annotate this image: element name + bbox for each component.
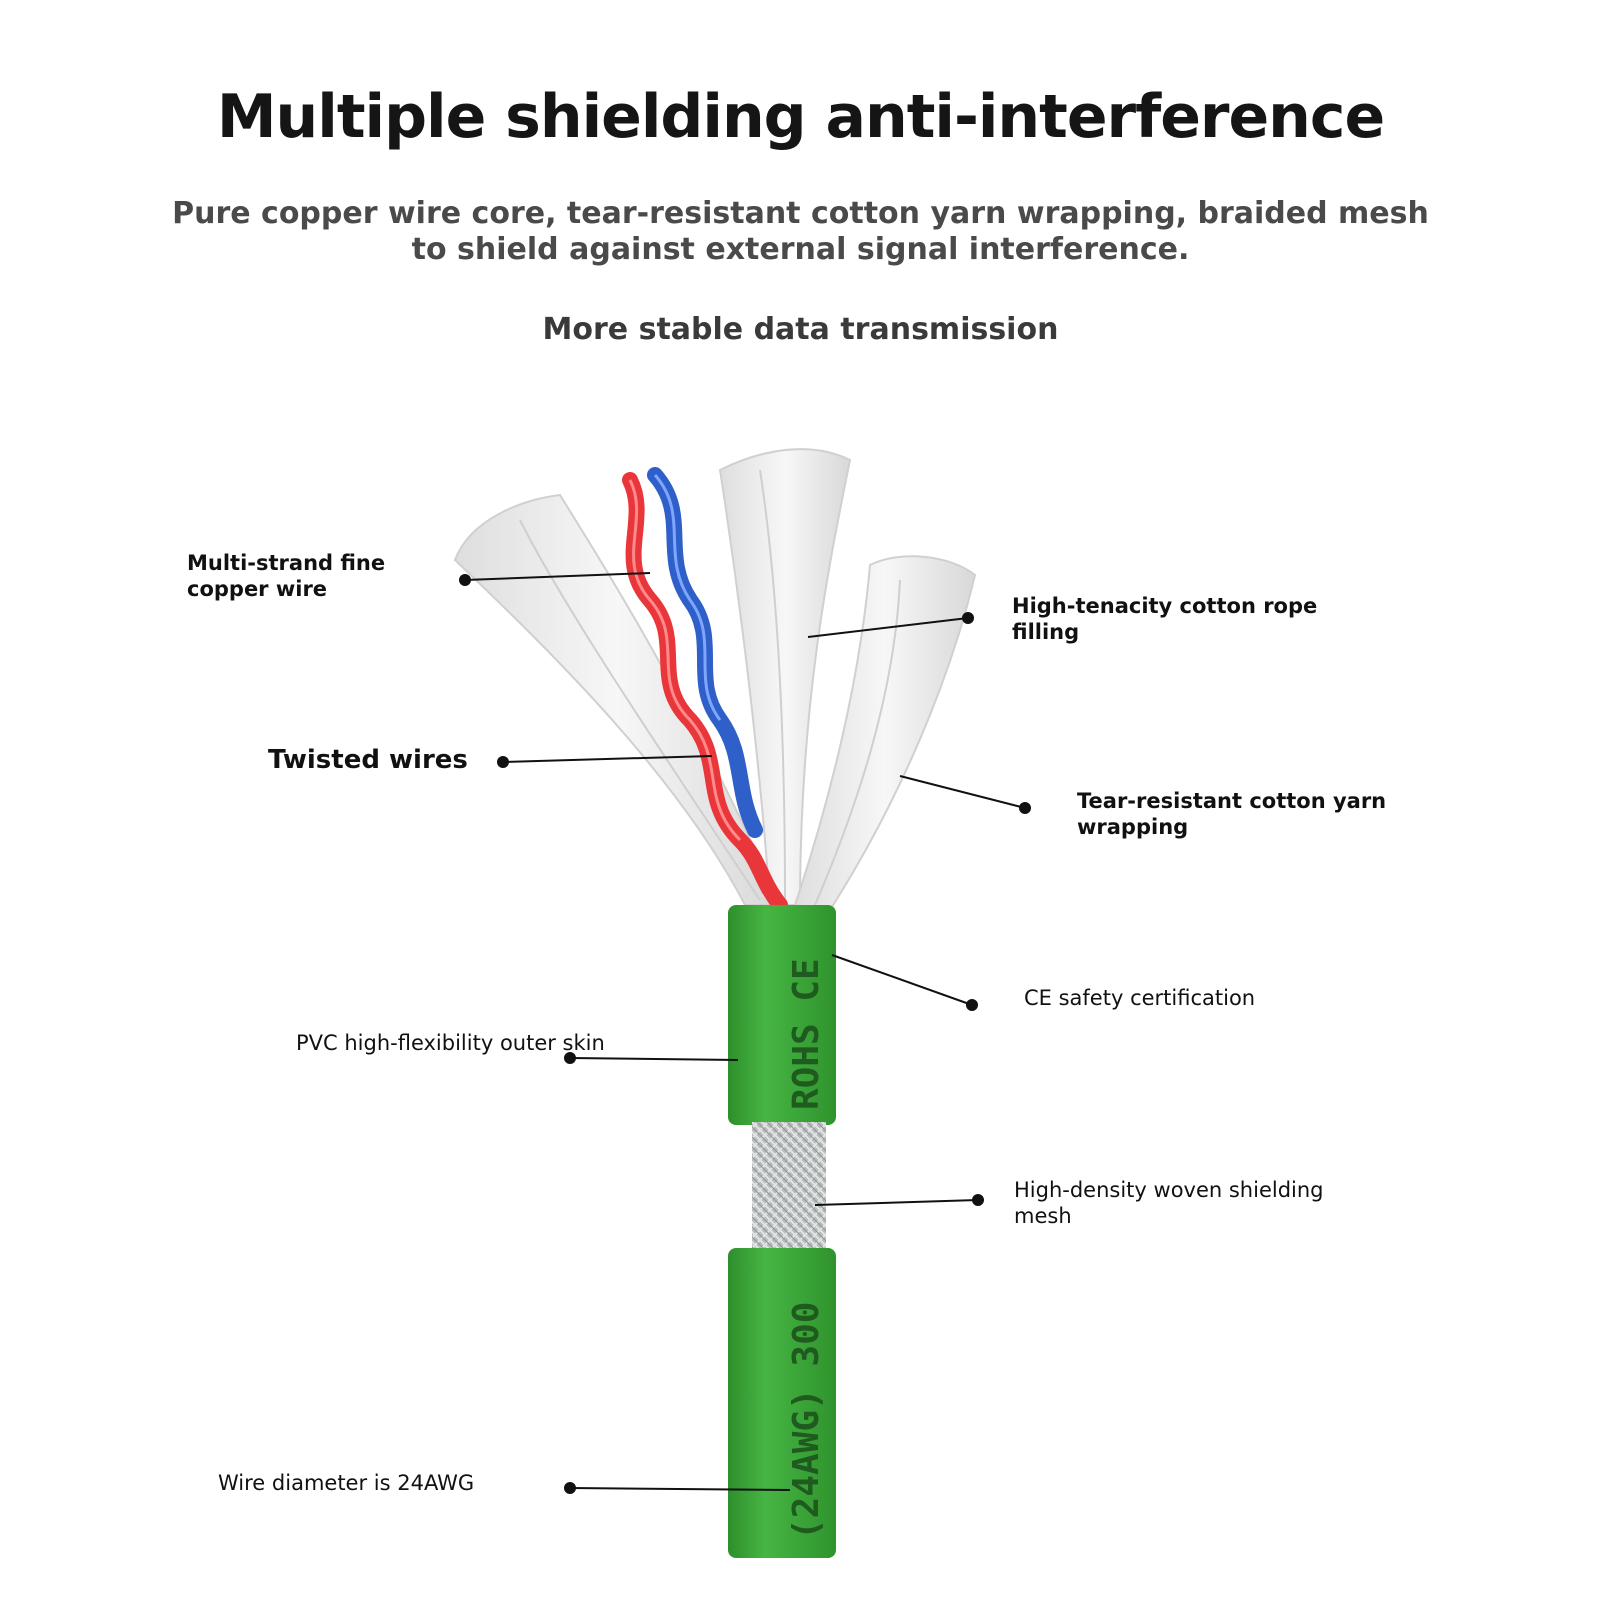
leader-copper-dot — [459, 574, 471, 586]
leader-pvc-dot — [564, 1052, 576, 1064]
label-ce-certification: CE safety certification — [1024, 986, 1256, 1010]
cable-marking-lower: (24AWG) 300 — [786, 1302, 827, 1540]
leader-ce-dot — [966, 999, 978, 1011]
page-subtitle: Pure copper wire core, tear-resistant co… — [172, 196, 1429, 267]
leader-diameter — [569, 1487, 791, 1491]
leader-ce — [831, 954, 973, 1006]
cotton-strand-center — [718, 448, 852, 906]
page-title: Multiple shielding anti-interference — [216, 82, 1385, 152]
cotton-rope-right-inner — [814, 579, 901, 906]
blue-wire-highlight — [653, 474, 722, 721]
leader-rope-dot — [962, 612, 974, 624]
leader-yarn — [899, 775, 1026, 809]
cotton-fibers — [453, 448, 977, 912]
cotton-rope-right — [793, 555, 977, 912]
cotton-strand-left-inner — [519, 519, 761, 901]
label-twisted-wires: Twisted wires — [268, 745, 468, 775]
outer-jacket-upper — [728, 905, 836, 1125]
cable-marking-upper: ROHS CE — [786, 958, 827, 1110]
leader-twisted — [502, 755, 713, 763]
leader-mesh — [814, 1199, 979, 1206]
label-shielding-mesh: High-density woven shielding mesh — [1014, 1178, 1324, 1228]
label-pvc-skin: PVC high-flexibility outer skin — [296, 1031, 605, 1055]
outer-jacket-lower — [728, 1248, 836, 1558]
leader-yarn-dot — [1019, 802, 1031, 814]
label-cotton-rope: High-tenacity cotton rope filling — [1012, 594, 1318, 644]
leader-pvc — [569, 1057, 739, 1061]
label-wire-diameter: Wire diameter is 24AWG — [218, 1471, 475, 1495]
leader-copper — [464, 572, 651, 581]
cotton-strand-left — [453, 493, 782, 906]
leader-twisted-dot — [497, 756, 509, 768]
label-copper-wire: Multi-strand fine copper wire — [187, 551, 386, 601]
leader-mesh-dot — [972, 1194, 984, 1206]
twisted-pair — [622, 467, 788, 913]
red-wire-highlight — [628, 479, 742, 842]
leader-lines — [459, 572, 1031, 1494]
shielding-mesh — [752, 1122, 826, 1252]
leader-diameter-dot — [564, 1482, 576, 1494]
cotton-strand-center-inner — [759, 469, 786, 901]
leader-rope — [807, 617, 969, 638]
label-cotton-yarn: Tear-resistant cotton yarn wrapping — [1077, 789, 1387, 839]
page-tagline: More stable data transmission — [542, 312, 1059, 347]
